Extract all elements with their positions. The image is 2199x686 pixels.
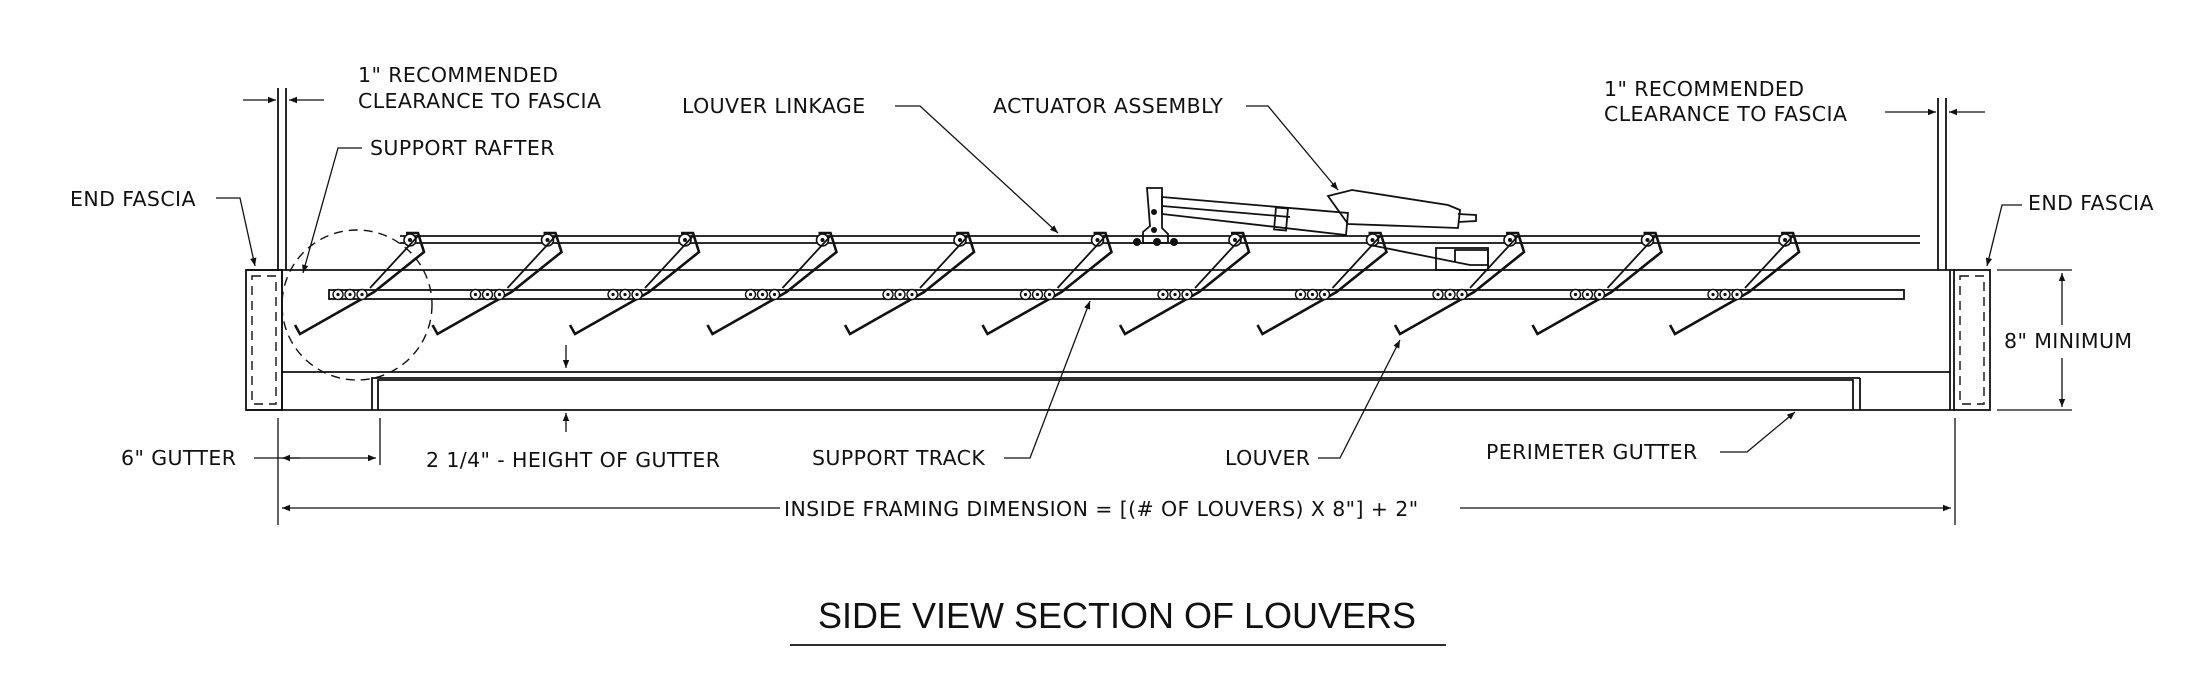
louver-blade	[1118, 231, 1251, 336]
louver-blade	[843, 231, 976, 336]
actuator-assembly-label: ACTUATOR ASSEMBLY	[993, 94, 1223, 118]
support-rafter-label: SUPPORT RAFTER	[370, 136, 555, 160]
louver-blade	[706, 231, 839, 336]
louver-blade	[1393, 231, 1526, 336]
louver-label: LOUVER	[1225, 446, 1310, 470]
louver-blade	[1256, 231, 1389, 336]
clearance-left-line2: CLEARANCE TO FASCIA	[358, 89, 601, 113]
louver-linkage-label: LOUVER LINKAGE	[682, 94, 866, 118]
louver-blade	[1668, 231, 1801, 336]
gutter-width-label: 6" GUTTER	[121, 446, 236, 470]
clearance-left-line1: 1" RECOMMENDED	[358, 63, 558, 87]
clearance-right-line1: 1" RECOMMENDED	[1604, 77, 1804, 101]
louver-blade	[431, 231, 564, 336]
end-fascia-left-label: END FASCIA	[70, 187, 196, 211]
end-fascia-right	[1953, 269, 1991, 411]
perimeter-gutter-label: PERIMETER GUTTER	[1486, 440, 1698, 464]
detail-circle	[281, 229, 433, 381]
support-track-label: SUPPORT TRACK	[812, 446, 985, 470]
clearance-right-line2: CLEARANCE TO FASCIA	[1604, 102, 1847, 126]
gutter-height-label: 2 1/4" - HEIGHT OF GUTTER	[426, 448, 720, 472]
support-track	[328, 289, 1905, 300]
inside-framing-label: INSIDE FRAMING DIMENSION = [(# OF LOUVER…	[784, 497, 1419, 521]
louver-blade	[293, 231, 426, 336]
perimeter-gutter	[281, 372, 1861, 410]
louvers	[293, 231, 1801, 336]
min-height-label: 8" MINIMUM	[2004, 329, 2132, 353]
louver-blade	[568, 231, 701, 336]
frame-beam	[246, 269, 1955, 411]
drawing-title: SIDE VIEW SECTION OF LOUVERS	[818, 595, 1416, 636]
support-rafters	[277, 88, 1947, 270]
actuator-assembly	[1133, 187, 1489, 271]
end-fascia-right-label: END FASCIA	[2028, 191, 2154, 215]
leaders	[216, 96, 2072, 525]
end-fascia-left	[245, 269, 283, 411]
louver-blade	[981, 231, 1114, 336]
louver-blade	[1531, 231, 1664, 336]
